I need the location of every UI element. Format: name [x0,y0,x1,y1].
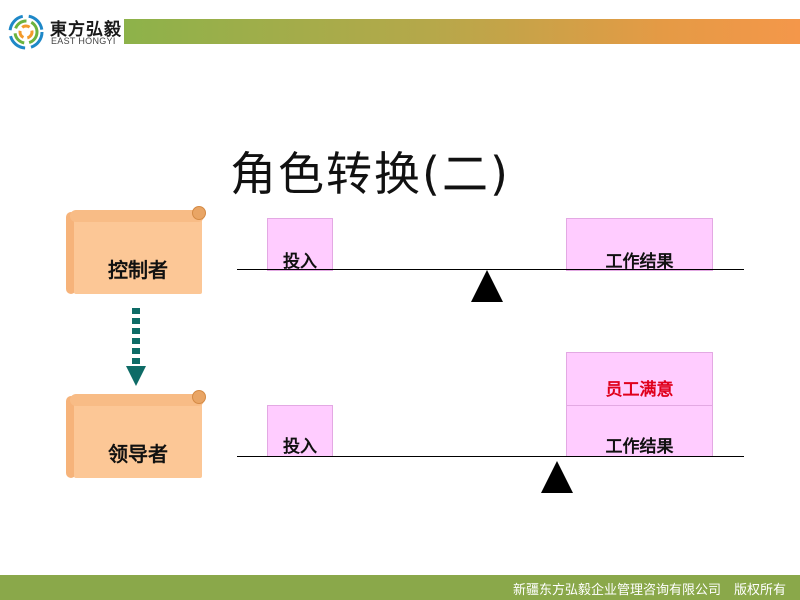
top-input-label: 投入 [283,252,317,272]
top-result-box: 工作结果 [566,218,713,272]
ring-logo-icon [8,14,44,50]
top-balance-beam [237,269,744,270]
footer-copyright: 新疆东方弘毅企业管理咨询有限公司 版权所有 [512,583,786,598]
logo-english-name: EAST HONGYI [51,36,116,46]
bottom-result-label: 工作结果 [605,437,674,457]
controller-scroll: 控制者 [66,206,206,298]
dashed-down-arrow-icon [132,308,140,366]
satisfaction-box: 员工满意 [566,352,713,406]
top-result-label: 工作结果 [605,252,674,272]
bottom-balance-beam [237,456,744,457]
triangle-fulcrum-icon [541,461,573,493]
logo-chinese-name: 東方弘毅 [50,20,122,40]
arrow-head [126,366,146,386]
controller-label: 控制者 [108,258,168,282]
triangle-fulcrum-icon [471,270,503,302]
satisfaction-label: 员工满意 [605,380,674,400]
slide-title: 角色转换(二) [230,147,510,201]
footer-bar [0,575,800,600]
top-input-box: 投入 [267,218,333,272]
header-gradient-bar [124,19,800,44]
bottom-result-box: 工作结果 [566,405,713,457]
bottom-input-box: 投入 [267,405,333,457]
bottom-input-label: 投入 [283,437,317,457]
leader-label: 领导者 [108,442,168,466]
leader-scroll: 领导者 [66,390,206,482]
